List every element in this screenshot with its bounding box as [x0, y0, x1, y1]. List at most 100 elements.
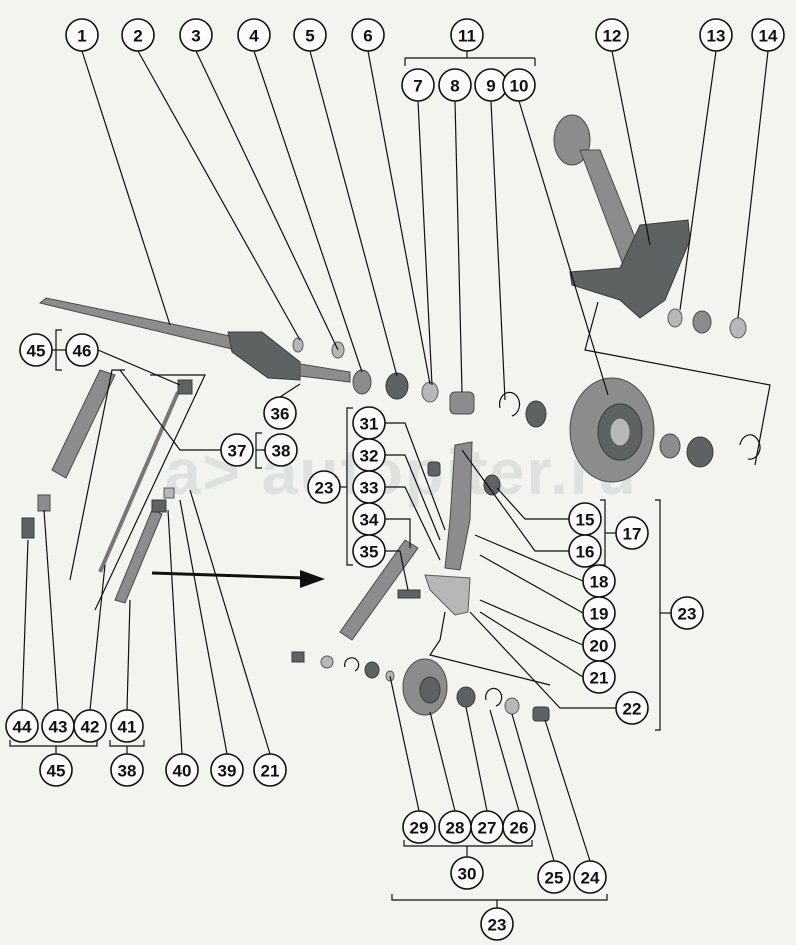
callout-23: 23 [480, 907, 514, 941]
leader-line [385, 518, 411, 548]
callout-number: 23 [678, 605, 697, 624]
leader-line [9, 740, 98, 747]
bolt [397, 589, 421, 599]
leader-line [195, 50, 339, 351]
callout-1: 1 [65, 18, 99, 52]
callout-46: 46 [65, 333, 99, 367]
callout-26: 26 [502, 810, 536, 844]
callout-12: 12 [595, 18, 629, 52]
leader-line [429, 639, 551, 686]
callout-number: 42 [81, 718, 100, 737]
callout-circle [210, 753, 244, 787]
callout-circle [110, 753, 144, 787]
callout-number: 23 [315, 479, 334, 498]
washer [292, 337, 304, 353]
callout-circle [450, 18, 484, 52]
callout-number: 45 [47, 762, 66, 781]
callout-number: 39 [218, 762, 237, 781]
fork [424, 574, 471, 616]
leader-line [479, 611, 584, 678]
callout-circle [401, 68, 435, 102]
callout-circle [39, 753, 73, 787]
bushing [427, 461, 441, 477]
callout-number: 21 [261, 762, 280, 781]
callout-circle [65, 18, 99, 52]
washer [504, 697, 520, 715]
callout-44: 44 [5, 709, 39, 743]
callout-number: 43 [49, 718, 68, 737]
callout-5: 5 [293, 18, 327, 52]
callout-number: 29 [410, 819, 429, 838]
callout-circle [450, 856, 484, 890]
callout-circle [220, 433, 254, 467]
callout-27: 27 [470, 810, 504, 844]
callout-number: 31 [360, 415, 379, 434]
spring-end [21, 517, 35, 539]
callout-circle [110, 709, 144, 743]
snap-ring [739, 434, 761, 460]
leader-lines [9, 50, 771, 908]
callout-circle [615, 516, 649, 550]
leader-line [403, 840, 533, 847]
callout-circle [5, 709, 39, 743]
leader-line [461, 449, 569, 552]
bearing [659, 433, 681, 459]
leader-line [385, 550, 409, 591]
callout-number: 4 [249, 27, 259, 46]
cap-nut [532, 706, 550, 722]
leader-line [679, 50, 717, 311]
leader-line [367, 50, 431, 385]
callout-34: 34 [352, 502, 386, 536]
callout-number: 45 [27, 342, 46, 361]
bushing [483, 474, 501, 496]
callout-number: 27 [478, 819, 497, 838]
callout-41: 41 [110, 709, 144, 743]
leader-line [489, 709, 520, 812]
callout-37: 37 [220, 433, 254, 467]
callout-circle [307, 470, 341, 504]
callout-30: 30 [450, 856, 484, 890]
callout-number: 18 [590, 573, 609, 592]
ring [421, 381, 439, 403]
leader-line [385, 422, 446, 531]
leader-line [389, 675, 420, 812]
callout-29: 29 [402, 810, 436, 844]
callout-25: 25 [537, 860, 571, 894]
leader-line [385, 486, 441, 561]
leader-line [737, 50, 769, 319]
axle-bracket [227, 331, 301, 381]
nut [177, 379, 193, 395]
leader-line [21, 539, 29, 711]
callout-number: 24 [581, 869, 600, 888]
leader-line [490, 100, 506, 401]
callout-number: 25 [545, 869, 564, 888]
leader-line [474, 534, 584, 582]
bushing [449, 391, 475, 415]
ring [352, 369, 372, 395]
callout-number: 17 [623, 525, 642, 544]
callout-number: 16 [576, 543, 595, 562]
leader-line [119, 369, 221, 451]
callout-38: 38 [264, 433, 298, 467]
leader-line [544, 719, 591, 862]
callout-circle [502, 810, 536, 844]
leader-line [97, 349, 181, 386]
callout-number: 1 [77, 27, 86, 46]
callout-28: 28 [438, 810, 472, 844]
spring-cap [37, 494, 51, 512]
callout-circle [293, 18, 327, 52]
leader-line [346, 407, 353, 566]
callout-38: 38 [110, 753, 144, 787]
callout-10: 10 [502, 68, 536, 102]
callout-number: 15 [576, 511, 595, 530]
leader-line [417, 100, 433, 386]
callout-number: 34 [360, 511, 379, 530]
callout-circle [352, 534, 386, 568]
leader-line [511, 713, 555, 862]
washer [320, 655, 334, 669]
callout-11: 11 [450, 18, 484, 52]
callout-21: 21 [253, 753, 287, 787]
leader-line [279, 383, 301, 398]
callout-number: 13 [707, 27, 726, 46]
